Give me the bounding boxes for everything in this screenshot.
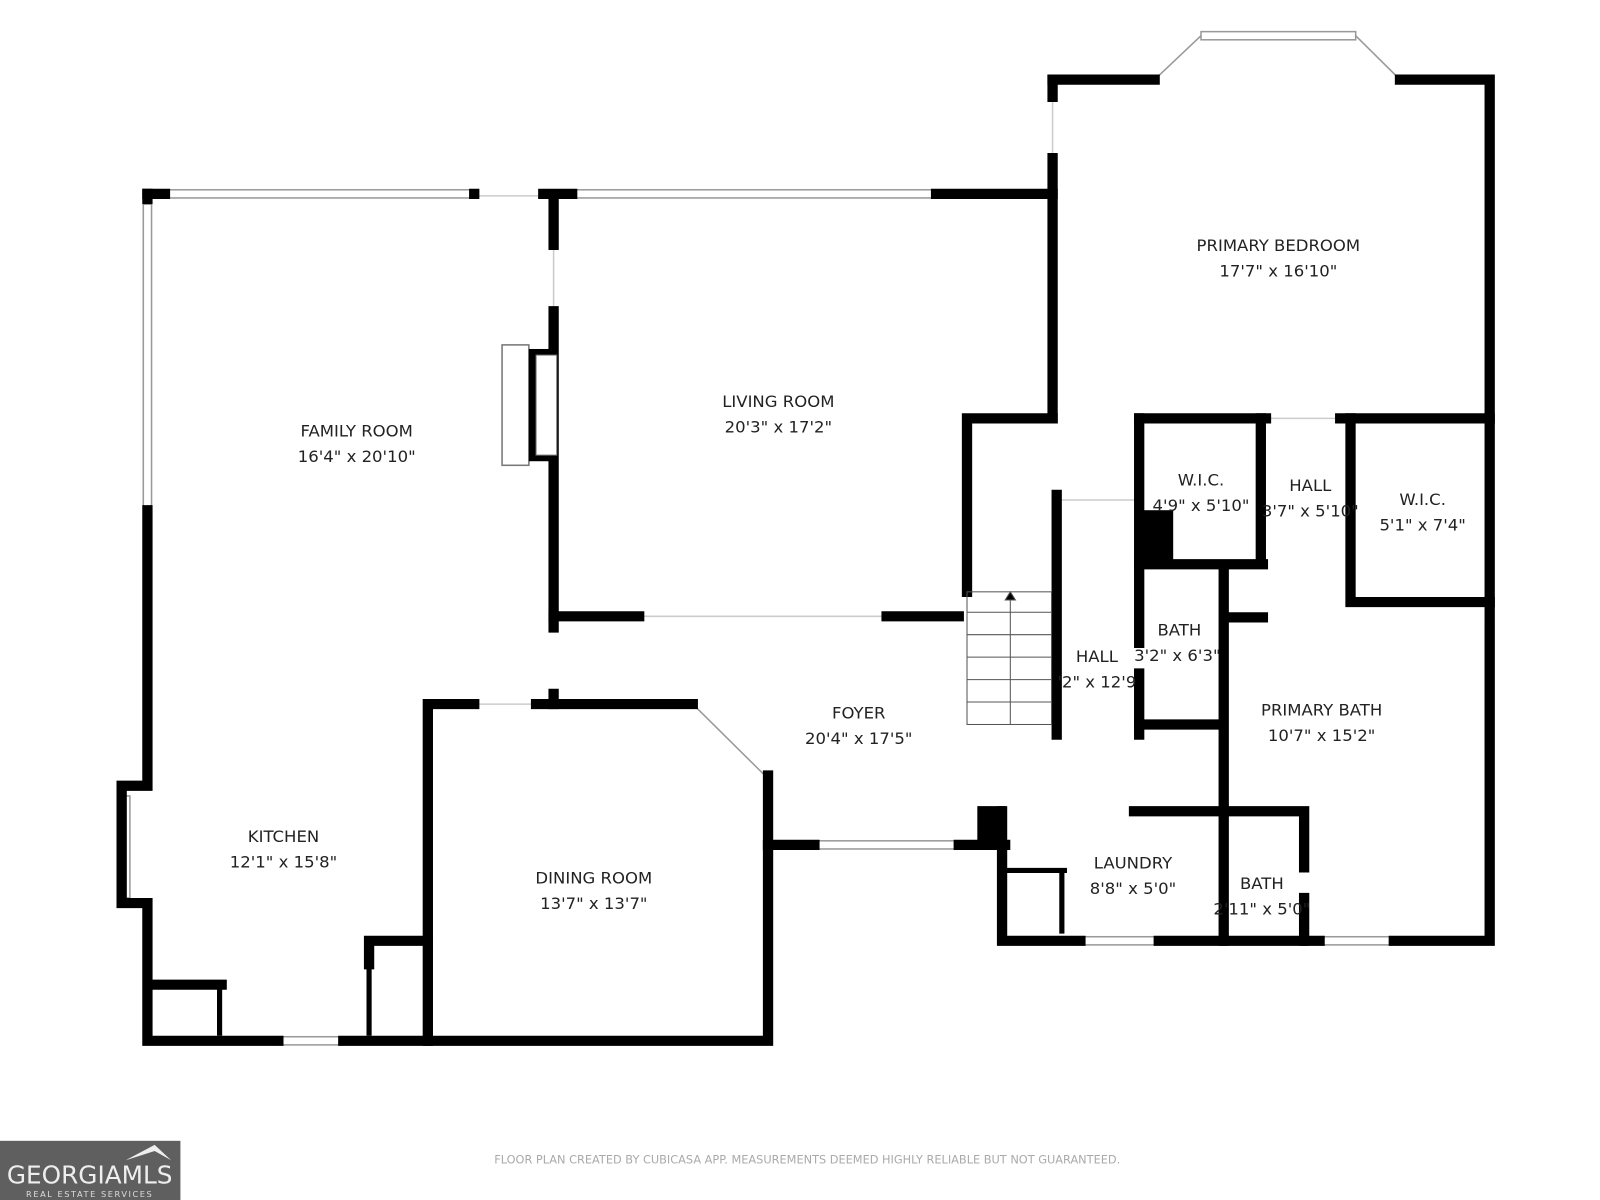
room-size: '2" x 12'9 bbox=[1057, 673, 1136, 692]
room-size: 12'1" x 15'8" bbox=[230, 852, 337, 871]
room-size: 17'7" x 16'10" bbox=[1219, 262, 1337, 281]
logo-tagline: REAL ESTATE SERVICES bbox=[26, 1189, 153, 1199]
room-size: 10'7" x 15'2" bbox=[1268, 726, 1375, 745]
room-size: 2'11" x 5'0" bbox=[1213, 899, 1310, 918]
room-name: FAMILY ROOM bbox=[301, 422, 413, 441]
walls bbox=[116, 74, 1495, 1046]
disclaimer: FLOOR PLAN CREATED BY CUBICASA APP. MEAS… bbox=[494, 1153, 1120, 1166]
room-size: 5'1" x 7'4" bbox=[1379, 516, 1465, 535]
stairs bbox=[966, 590, 1053, 725]
room-name: PRIMARY BATH bbox=[1261, 700, 1382, 719]
room-size: 4'9" x 5'10" bbox=[1153, 496, 1250, 515]
room-name: BATH bbox=[1157, 621, 1201, 640]
room-name: HALL bbox=[1076, 647, 1119, 666]
room-name: HALL bbox=[1289, 476, 1332, 495]
fireplace bbox=[501, 344, 558, 467]
logo-text: GEORGIAMLS bbox=[7, 1161, 173, 1190]
georgiamls-logo: GEORGIAMLS REAL ESTATE SERVICES bbox=[0, 1140, 181, 1200]
room-name: FOYER bbox=[832, 703, 886, 722]
room-name: BATH bbox=[1240, 874, 1284, 893]
room-name: LIVING ROOM bbox=[722, 392, 834, 411]
room-name: LAUNDRY bbox=[1094, 853, 1173, 872]
windows bbox=[120, 30, 1495, 1046]
room-name: DINING ROOM bbox=[535, 869, 652, 888]
room-size: 8'8" x 5'0" bbox=[1090, 879, 1176, 898]
room-name: W.I.C. bbox=[1178, 471, 1225, 490]
room-name: PRIMARY BEDROOM bbox=[1197, 236, 1361, 255]
room-name: W.I.C. bbox=[1399, 490, 1446, 509]
room-size: 20'4" x 17'5" bbox=[805, 729, 912, 748]
room-size: 3'7" x 5'10" bbox=[1262, 501, 1359, 520]
room-size: 3'2" x 6'3" bbox=[1134, 646, 1220, 665]
room-size: 13'7" x 13'7" bbox=[540, 894, 647, 913]
room-size: 16'4" x 20'10" bbox=[298, 447, 416, 466]
doors bbox=[474, 96, 1341, 705]
room-name: KITCHEN bbox=[248, 827, 319, 846]
room-labels: FAMILY ROOM 16'4" x 20'10" LIVING ROOM 2… bbox=[230, 236, 1466, 918]
room-size: 20'3" x 17'2" bbox=[725, 418, 832, 437]
